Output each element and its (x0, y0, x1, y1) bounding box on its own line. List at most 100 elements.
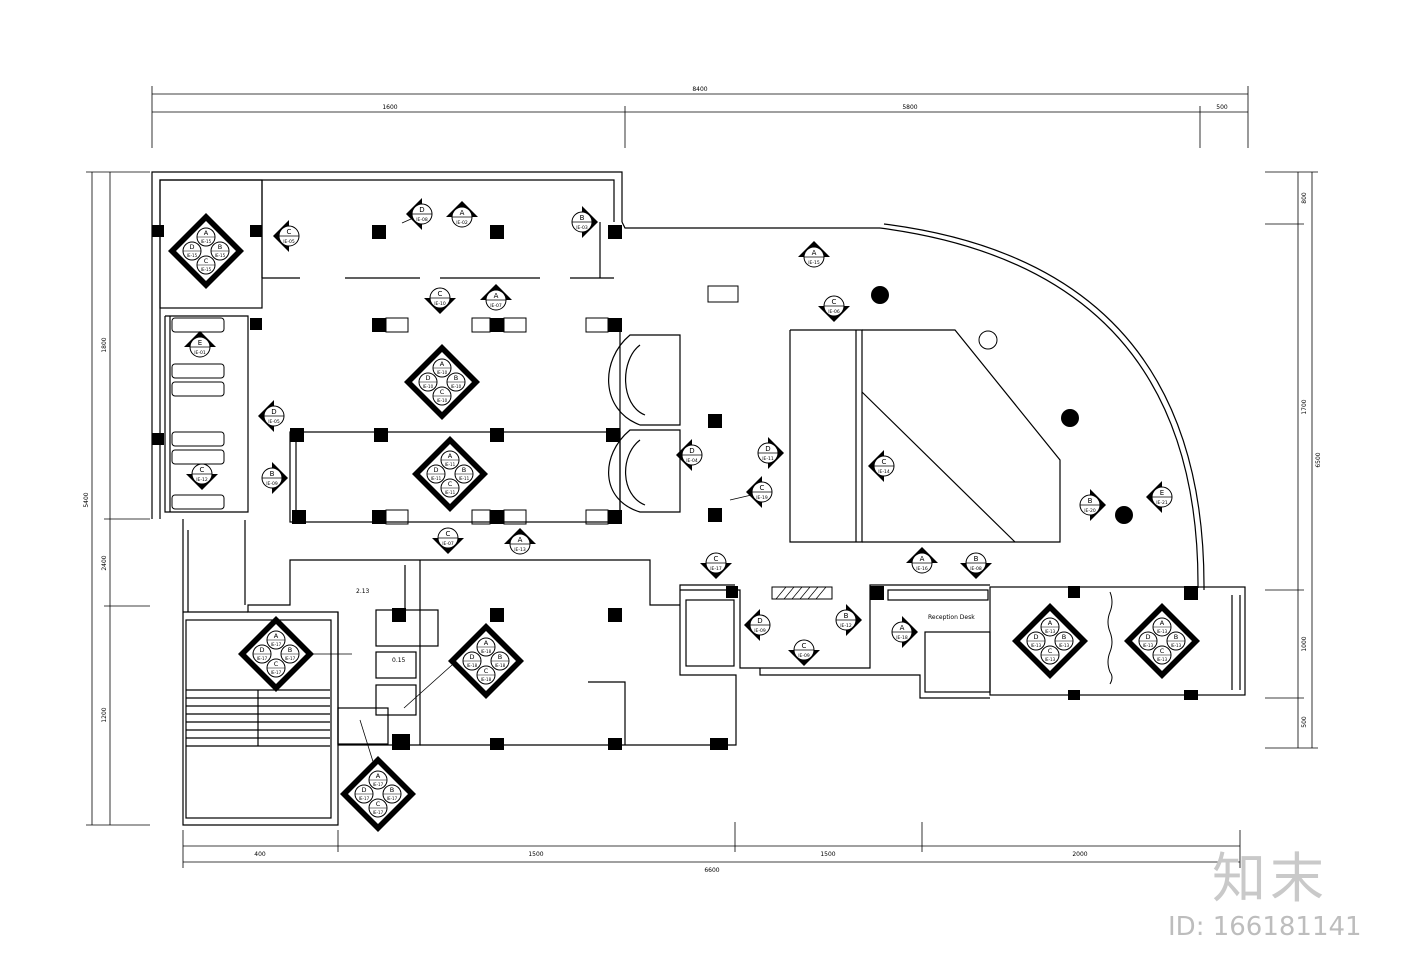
marker-ref: IE-18 (896, 635, 908, 641)
marker-ref: IE-09 (266, 481, 278, 487)
marker-letter: C (882, 458, 887, 466)
room-label-small: 2.13 (356, 588, 370, 595)
marker-ref: IE-21 (1156, 500, 1168, 506)
dim-right-seg-1: 800 (1301, 192, 1308, 204)
quad-letter: B (454, 374, 458, 382)
quad-ref: IE-17 (271, 642, 282, 647)
quad-letter: B (1174, 633, 1178, 641)
quad-ref: IE-13 (1045, 629, 1056, 634)
marker-ref: IE-09 (754, 628, 766, 634)
quad-diamond-inner (420, 444, 480, 504)
quad-ref: IE-11 (459, 476, 470, 481)
dim-top-seg-1: 1600 (382, 104, 397, 111)
marker-letter: A (494, 292, 499, 300)
quad-ref: IE-17 (257, 656, 268, 661)
elevation-marker: BIE-08 (960, 552, 992, 579)
quad-ref: IE-15 (187, 253, 198, 258)
elevation-marker: DIE-05 (258, 400, 285, 432)
marker-letter: C (802, 642, 807, 650)
dimension-labels: 8400 1600 5800 500 6600 400 1500 1500 20… (83, 86, 1322, 874)
elevation-marker: B IE-09 (261, 462, 288, 494)
marker-letter: C (760, 484, 765, 492)
quad-letter: B (498, 653, 502, 661)
elevation-marker: CIE-17 (700, 552, 732, 579)
quad-ref: IE-17 (271, 670, 282, 675)
dim-right-seg-2: 1700 (1301, 399, 1308, 414)
marker-letter: D (765, 445, 770, 453)
marker-letter: E (1160, 489, 1164, 497)
quad-ref: IE-17 (373, 810, 384, 815)
elevation-markers: AIE-02BIE-03CIE-05AIE-07CIE-10DIE-08DIE-… (184, 198, 1173, 666)
watermark-brand: 知末 (1212, 847, 1328, 910)
marker-ref: IE-16 (916, 566, 928, 572)
structural-columns (152, 225, 1198, 750)
quad-ref: IE-17 (373, 782, 384, 787)
room-labels: 2.13 0.15 Reception Desk (356, 588, 975, 664)
elevation-marker: DIE-04 (676, 439, 703, 471)
quad-ref: IE-10 (437, 398, 448, 403)
dim-bottom-seg-1: 400 (254, 851, 266, 858)
marker-letter: C (446, 530, 451, 538)
elevation-marker: BIE-12 (835, 604, 862, 636)
marker-letter: C (832, 298, 837, 306)
marker-letter: D (419, 206, 424, 214)
elevation-marker: BIE-03 (571, 206, 598, 238)
elevation-marker: C IE-07 (432, 527, 464, 554)
quad-diamond-inner (1132, 611, 1192, 671)
elevation-marker: E IE-21 (1146, 481, 1173, 513)
quad-ref: IE-13 (1157, 629, 1168, 634)
dim-bottom-seg-4: 2000 (1072, 851, 1087, 858)
quad-diamond-inner (1020, 611, 1080, 671)
quad-ref: IE-17 (285, 656, 296, 661)
marker-ref: IE-05 (268, 419, 280, 425)
quad-ref: IE-13 (1157, 657, 1168, 662)
marker-ref: IE-05 (283, 239, 295, 245)
elevation-marker: EIE-01 (184, 331, 216, 358)
quad-letter: B (288, 646, 292, 654)
marker-letter: A (460, 209, 465, 217)
quad-letter: A (376, 772, 381, 780)
quad-letter: C (448, 480, 453, 488)
quad-ref: IE-11 (445, 490, 456, 495)
quad-ref: IE-15 (215, 253, 226, 258)
quad-diamond-inner (456, 631, 516, 691)
elevation-marker: BIE-20 (1079, 489, 1106, 521)
elevation-marker: CIE-19 (746, 476, 773, 508)
quad-ref: IE-13 (1031, 643, 1042, 648)
marker-letter: B (844, 612, 849, 620)
marker-ref: IE-10 (434, 301, 446, 307)
elevation-marker: AIE-16 (906, 547, 938, 574)
elevation-marker: AIE-15 (798, 241, 830, 268)
marker-ref: IE-07 (442, 541, 454, 547)
dim-left-seg-3: 1200 (101, 707, 108, 722)
dim-left-seg-2: 2400 (101, 555, 108, 570)
marker-ref: IE-08 (970, 566, 982, 572)
watermark-id: ID: 166181141 (1168, 912, 1362, 942)
elevation-marker: DIE-11 (757, 437, 784, 469)
elevation-marker: CIE-06 (818, 295, 850, 322)
elevation-marker: AIE-07 (480, 284, 512, 311)
quad-ref: IE-13 (1171, 643, 1182, 648)
dimension-lines (86, 86, 1318, 868)
quad-letter: D (259, 646, 264, 654)
quad-letter: A (440, 360, 445, 368)
quad-diamond-inner (176, 221, 236, 281)
room-label-closet: 0.15 (392, 657, 406, 664)
quad-letter: C (1160, 647, 1165, 655)
quad-letter: A (1160, 619, 1165, 627)
marker-letter: B (270, 470, 275, 478)
marker-ref: IE-03 (576, 225, 588, 231)
quad-diamond-inner (412, 352, 472, 412)
elevation-marker: CIE-05 (273, 220, 300, 252)
quad-ref: IE-10 (423, 384, 434, 389)
quad-letter: C (484, 667, 489, 675)
quad-ref: IE-17 (387, 796, 398, 801)
quad-letter: C (376, 800, 381, 808)
